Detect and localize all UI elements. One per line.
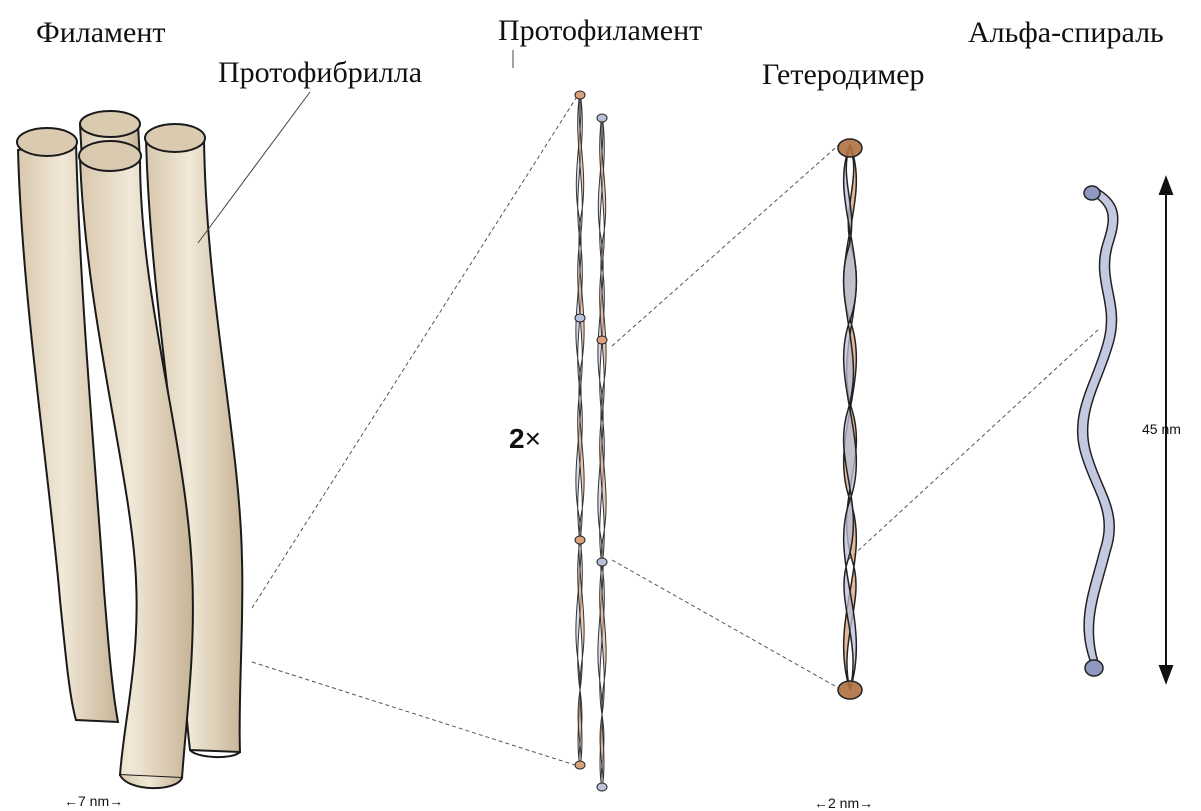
protofilament-right (598, 115, 606, 790)
tube-right-top (145, 124, 205, 152)
node (575, 314, 585, 322)
zoom-line-2 (252, 662, 578, 766)
length-arrow (1160, 178, 1172, 682)
dimer-cap-top (838, 139, 862, 157)
guide-lines (198, 50, 513, 243)
tube-back-center-top (80, 111, 140, 137)
heterodimer (838, 139, 862, 699)
guide-protofibril (198, 92, 310, 243)
helix-cap-bottom (1085, 660, 1103, 676)
tube-back-left-top (17, 128, 77, 156)
zoom-line-3 (612, 142, 842, 346)
node (597, 114, 607, 122)
arrow-up-icon (1160, 178, 1172, 194)
node (597, 558, 607, 566)
zoom-line-4 (612, 560, 842, 690)
zoom-line-1 (252, 95, 578, 608)
zoom-lines (252, 95, 1100, 766)
filament-bundle (17, 111, 242, 788)
alpha-helix (1078, 186, 1118, 676)
node (575, 536, 585, 544)
helix-cap-top (1084, 186, 1100, 200)
node (575, 761, 585, 769)
node (597, 783, 607, 791)
tube-front-top (79, 141, 141, 171)
zoom-line-5 (848, 328, 1100, 560)
dimer-cap-bottom (838, 681, 862, 699)
helix-strand (1078, 188, 1118, 662)
node (575, 91, 585, 99)
protofilament-left (576, 92, 584, 768)
node (597, 336, 607, 344)
arrow-down-icon (1160, 666, 1172, 682)
